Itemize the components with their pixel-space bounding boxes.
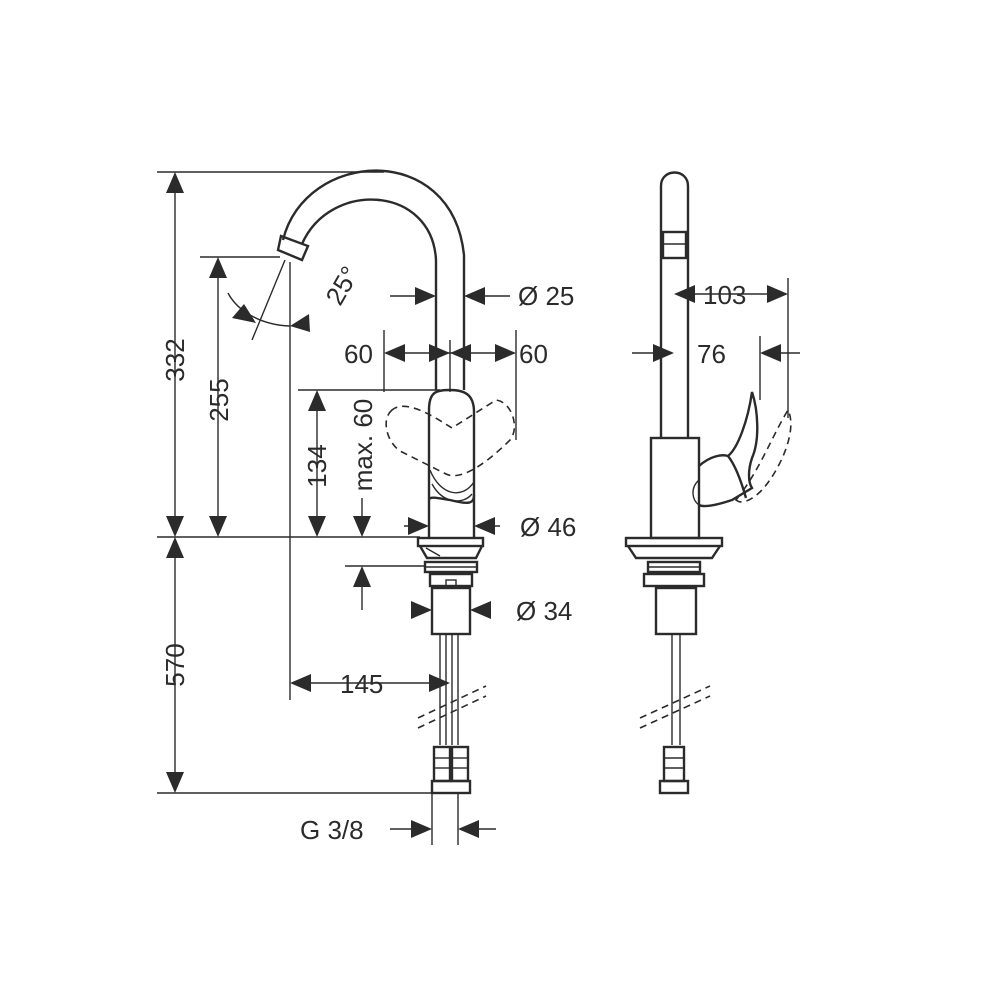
label-body-diameter: Ø 46 (520, 512, 576, 542)
side-spout (659, 171, 690, 438)
front-view: 332 255 134 max. 60 570 25° Ø 25 60 60 Ø… (157, 169, 576, 845)
label-connection-thread: G 3/8 (300, 815, 364, 845)
dimension-labels: 332 255 134 max. 60 570 25° Ø 25 60 60 Ø… (160, 261, 576, 845)
label-side-handle-reach: 103 (703, 280, 746, 310)
side-view: 103 76 (624, 171, 800, 795)
label-side-handle-offset: 76 (697, 339, 726, 369)
arrowheads (166, 172, 516, 838)
base-plate (416, 536, 485, 636)
side-hose (639, 634, 711, 795)
label-shank-diameter: Ø 34 (516, 596, 572, 626)
label-total-height: 332 (160, 338, 190, 381)
label-spout-reach: 145 (340, 669, 383, 699)
label-handle-height: 134 (302, 444, 332, 487)
label-supply-hose-length: 570 (160, 643, 190, 686)
side-body (649, 391, 792, 540)
side-dimension-labels: 103 76 (697, 280, 746, 369)
label-spout-angle: 25° (319, 261, 365, 310)
handle-swing-outline (385, 399, 516, 477)
side-dimension-lines (632, 278, 800, 418)
label-spout-diameter: Ø 25 (518, 281, 574, 311)
label-spout-outlet-height: 255 (204, 378, 234, 421)
supply-hoses (417, 634, 487, 795)
spout (276, 169, 466, 390)
label-handle-swing-left: 60 (344, 339, 373, 369)
label-handle-swing-right: 60 (519, 339, 548, 369)
side-base (624, 536, 724, 636)
label-handle-clearance: max. 60 (348, 399, 378, 492)
extension-lines (157, 171, 517, 845)
body (427, 495, 476, 538)
handle (427, 388, 476, 505)
